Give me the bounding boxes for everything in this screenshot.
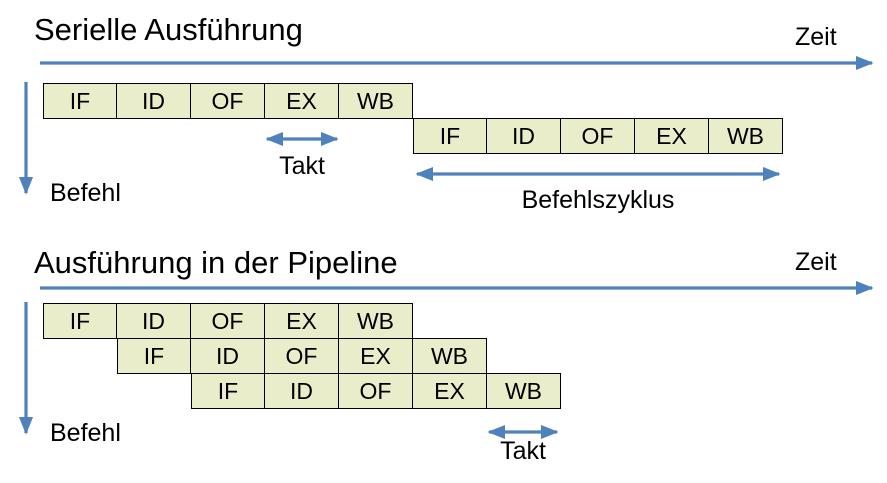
pipeline-instruction-2-row: IF ID OF EX WB — [117, 338, 487, 374]
stage-cell: WB — [487, 373, 561, 409]
pipeline-time-axis-label: Zeit — [795, 248, 837, 276]
pipeline-section-title: Ausführung in der Pipeline — [34, 245, 398, 280]
pipeline-instruction-3-row: IF ID OF EX WB — [191, 373, 561, 409]
pipeline-instruction-1-row: IF ID OF EX WB — [43, 303, 413, 339]
stage-cell: ID — [487, 118, 561, 154]
stage-cell: OF — [561, 118, 635, 154]
serial-instruction-1-row: IF ID OF EX WB — [43, 83, 413, 119]
serial-section-title: Serielle Ausführung — [34, 12, 303, 47]
stage-cell: WB — [339, 303, 413, 339]
stage-cell: IF — [191, 373, 265, 409]
stage-cell: WB — [709, 118, 783, 154]
pipeline-instruction-axis-label: Befehl — [50, 419, 121, 447]
serial-cycle-label: Befehlszyklus — [521, 186, 675, 214]
stage-cell: IF — [413, 118, 487, 154]
stage-cell: EX — [265, 83, 339, 119]
stage-cell: ID — [117, 303, 191, 339]
stage-cell: OF — [339, 373, 413, 409]
stage-cell: IF — [43, 83, 117, 119]
stage-cell: ID — [265, 373, 339, 409]
serial-clock-label: Takt — [279, 152, 325, 180]
serial-time-axis-label: Zeit — [795, 23, 837, 51]
serial-instruction-2-row: IF ID OF EX WB — [413, 118, 783, 154]
stage-cell: ID — [117, 83, 191, 119]
serial-instruction-axis-label: Befehl — [50, 179, 121, 207]
stage-cell: ID — [191, 338, 265, 374]
stage-cell: EX — [339, 338, 413, 374]
pipeline-clock-label: Takt — [500, 437, 546, 465]
stage-cell: OF — [265, 338, 339, 374]
stage-cell: IF — [43, 303, 117, 339]
stage-cell: OF — [191, 83, 265, 119]
stage-cell: IF — [117, 338, 191, 374]
stage-cell: OF — [191, 303, 265, 339]
stage-cell: WB — [413, 338, 487, 374]
stage-cell: EX — [413, 373, 487, 409]
stage-cell: EX — [635, 118, 709, 154]
stage-cell: WB — [339, 83, 413, 119]
stage-cell: EX — [265, 303, 339, 339]
